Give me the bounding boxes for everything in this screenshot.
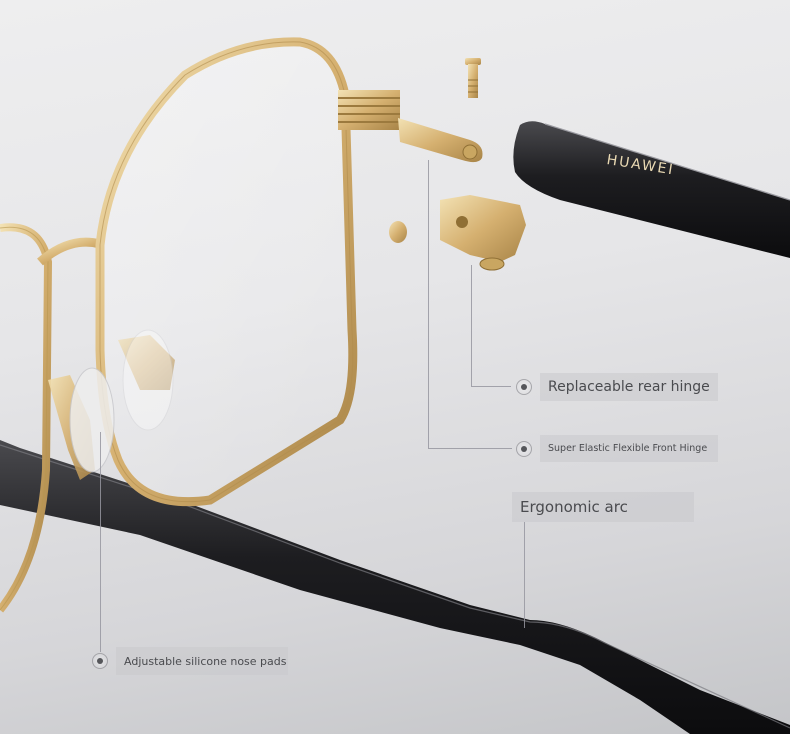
temple-arm-lower bbox=[0, 440, 790, 734]
screw-small bbox=[389, 221, 407, 243]
leader-line-rear-hinge bbox=[471, 265, 472, 386]
bridge bbox=[37, 237, 102, 266]
main-frame-rim bbox=[95, 37, 358, 507]
callout-ergonomic-arc: Ergonomic arc bbox=[512, 492, 694, 522]
marker-dot-icon bbox=[92, 653, 108, 669]
leader-line-front-hinge-h bbox=[428, 448, 512, 449]
callout-label: Ergonomic arc bbox=[512, 492, 694, 522]
leader-line-rear-hinge-h bbox=[471, 386, 511, 387]
rear-hinge-part bbox=[440, 195, 526, 271]
leader-line-ergonomic bbox=[524, 522, 525, 628]
leader-line-front-hinge bbox=[428, 160, 429, 448]
left-frame-rim bbox=[0, 223, 53, 613]
marker-dot-icon bbox=[516, 379, 532, 395]
callout-front-hinge: Super Elastic Flexible Front Hinge bbox=[516, 435, 718, 462]
callout-label: Replaceable rear hinge bbox=[540, 373, 718, 401]
nose-pad bbox=[48, 329, 175, 480]
leader-line-nose-pads bbox=[100, 432, 101, 652]
callout-label: Adjustable silicone nose pads bbox=[116, 647, 288, 675]
callout-rear-hinge: Replaceable rear hinge bbox=[516, 373, 718, 401]
callout-label: Super Elastic Flexible Front Hinge bbox=[540, 435, 718, 462]
front-hinge-part bbox=[338, 90, 483, 163]
callout-nose-pads: Adjustable silicone nose pads bbox=[92, 647, 288, 675]
screw-top bbox=[465, 58, 481, 98]
marker-dot-icon bbox=[516, 440, 532, 457]
temple-arm-upper bbox=[513, 121, 790, 258]
